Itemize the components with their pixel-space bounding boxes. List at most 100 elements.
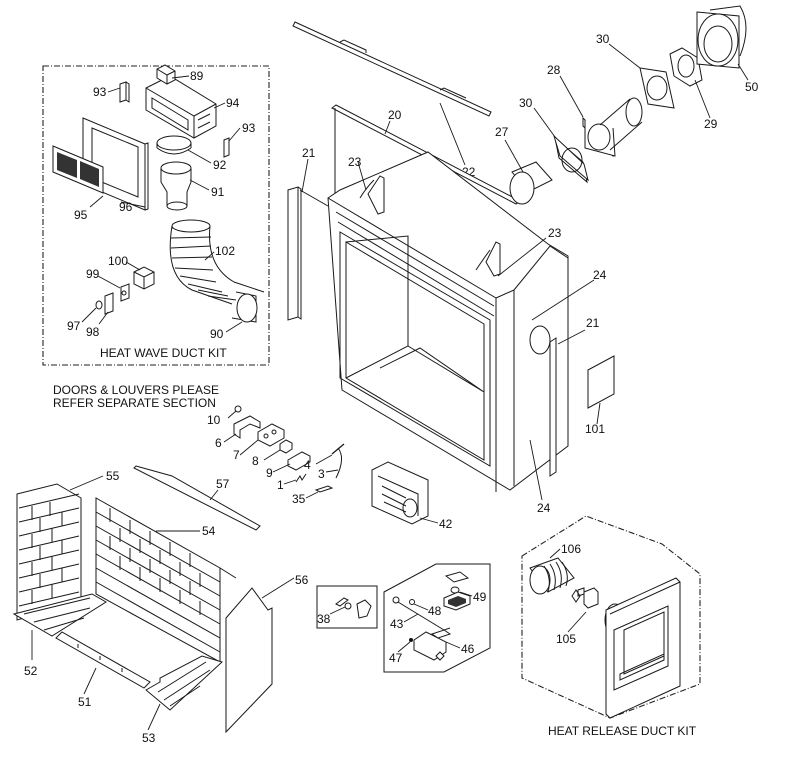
part-93-bracket-right (223, 137, 230, 158)
callout-29: 29 (704, 117, 718, 131)
callout-93: 93 (242, 121, 256, 135)
part-heat-release-hood (604, 577, 681, 719)
part-102-flex-duct (169, 219, 265, 305)
part-106-flex-duct (529, 557, 575, 595)
callout-3: 3 (318, 467, 325, 481)
callout-27: 27 (495, 125, 509, 139)
part-105-fan (571, 587, 599, 609)
callout-95: 95 (74, 208, 88, 222)
part-94-duct-box (145, 75, 217, 139)
callout-42: 42 (439, 517, 453, 531)
part-55-side-brick-panel (16, 483, 82, 621)
part-9-cover-plate (287, 451, 311, 471)
callout-53: 53 (142, 731, 156, 745)
part-97-knob (95, 300, 103, 310)
part-35-bracket (314, 485, 334, 493)
callout-30: 30 (519, 96, 533, 110)
part-56-side-panel (225, 587, 273, 734)
callout-100: 100 (108, 254, 128, 268)
doors-louvers-note-line1: DOORS & LOUVERS PLEASE (53, 383, 219, 397)
part-89-junction-box (156, 64, 176, 85)
part-27-collar (509, 161, 553, 205)
callout-99: 99 (86, 267, 100, 281)
callout-43: 43 (390, 617, 404, 631)
callout-23: 23 (348, 155, 362, 169)
callout-48: 48 (428, 604, 442, 618)
part-50-terminal (696, 5, 747, 69)
callout-90: 90 (210, 327, 224, 341)
callout-106: 106 (561, 542, 581, 556)
heat-wave-duct-kit: 93 89 94 93 92 91 95 96 102 100 99 97 98… (42, 64, 270, 366)
callout-98: 98 (86, 325, 100, 339)
callout-57: 57 (216, 477, 230, 491)
callout-55: 55 (106, 469, 120, 483)
part-21-left-post (287, 186, 329, 321)
callout-51: 51 (78, 695, 92, 709)
callout-49: 49 (473, 590, 487, 604)
callout-28: 28 (547, 63, 561, 77)
callout-7: 7 (233, 448, 240, 462)
part-firebox-body (327, 151, 569, 492)
part-21-right-post (549, 337, 557, 477)
callout-21: 21 (586, 316, 600, 330)
part-54-back-brick-panel (95, 497, 237, 663)
part-90-collar (231, 291, 258, 323)
part-98-plate (104, 292, 114, 315)
control-kit-box (383, 563, 491, 673)
part-7-terminal-block (257, 423, 285, 447)
callout-89: 89 (190, 69, 204, 83)
callout-97: 97 (67, 319, 81, 333)
callout-94: 94 (226, 96, 240, 110)
callout-91: 91 (211, 185, 225, 199)
part-6-bracket (233, 415, 261, 439)
part-93-bracket-left (119, 81, 130, 103)
part-22-top-strip (292, 21, 492, 117)
callout-24: 24 (537, 501, 551, 515)
callout-50: 50 (745, 80, 759, 94)
heat-wave-kit-border (42, 65, 270, 366)
callout-6: 6 (215, 436, 222, 450)
callout-96: 96 (119, 200, 133, 214)
part-38-kit-box (316, 585, 378, 629)
callout-20: 20 (388, 108, 402, 122)
callout-47: 47 (389, 651, 403, 665)
part-42-blower (371, 461, 429, 525)
callout-52: 52 (24, 664, 38, 678)
part-100-box (133, 266, 155, 290)
callout-4: 4 (304, 458, 311, 472)
heat-release-kit-border (521, 515, 701, 719)
callout-92: 92 (213, 158, 227, 172)
part-23-bracket-left (359, 175, 385, 215)
heat-wave-kit-title: HEAT WAVE DUCT KIT (100, 346, 227, 360)
part-29-ring (669, 47, 703, 87)
callout-10: 10 (207, 413, 221, 427)
part-92-oval-ring (156, 135, 192, 155)
part-8-receptacle (279, 439, 293, 454)
part-52-floor-left (12, 593, 107, 637)
heat-release-duct-kit: 106 105 (521, 515, 701, 719)
callout-56: 56 (295, 573, 309, 587)
callout-93: 93 (93, 85, 107, 99)
part-30-gasket-upper (639, 67, 675, 109)
part-30-gasket-lower (552, 134, 589, 184)
part-53-floor-right (145, 655, 223, 711)
part-99-switch (120, 283, 130, 302)
part-101-cover-plate (587, 355, 615, 409)
callout-30: 30 (596, 32, 610, 46)
callout-46: 46 (461, 642, 475, 656)
doors-louvers-note-line2: REFER SEPARATE SECTION (53, 396, 216, 410)
callout-9: 9 (266, 466, 273, 480)
callout-1: 1 (277, 478, 284, 492)
callout-35: 35 (292, 492, 306, 506)
part-23-bracket-right (475, 241, 501, 277)
part-1-clip (295, 473, 307, 483)
callout-8: 8 (252, 454, 259, 468)
callout-23: 23 (548, 226, 562, 240)
callout-21: 21 (302, 146, 316, 160)
callout-105: 105 (556, 632, 576, 646)
callout-102: 102 (215, 244, 235, 258)
callout-101: 101 (585, 422, 605, 436)
part-57-baffle (133, 465, 261, 531)
heat-release-kit-title: HEAT RELEASE DUCT KIT (548, 724, 697, 738)
